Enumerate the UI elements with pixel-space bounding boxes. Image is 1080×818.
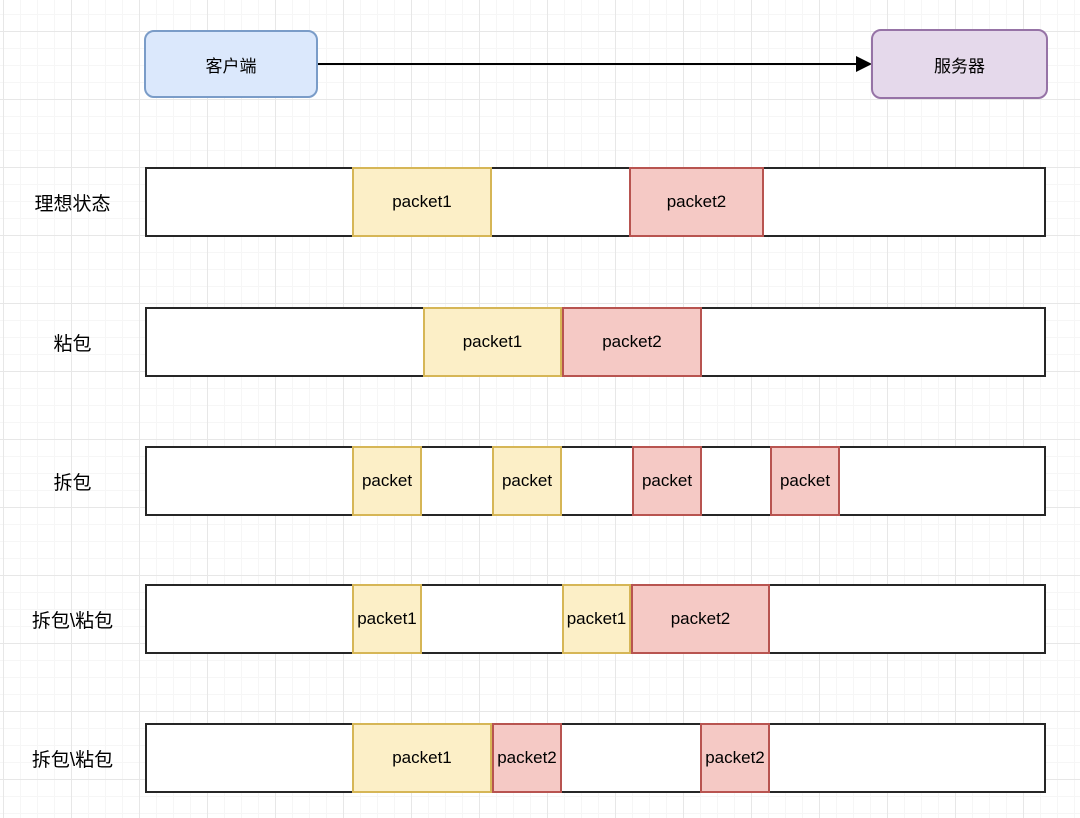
- packet-segment-packet2: packet2: [700, 723, 770, 793]
- client-box: 客户端: [144, 30, 318, 98]
- packet-segment-packet1: packet1: [352, 723, 492, 793]
- row-label: 拆包\粘包: [31, 749, 114, 771]
- packet-segment-packet1: packet1: [352, 584, 422, 654]
- packet-segment-packet2: packet: [770, 446, 840, 516]
- stream-bar: packet packet packet packet: [145, 446, 1046, 516]
- packet-segment-packet2: packet: [632, 446, 702, 516]
- packet-segment-packet2: packet2: [492, 723, 562, 793]
- row-label: 拆包\粘包: [31, 610, 114, 632]
- packet-segment-packet2: packet2: [631, 584, 770, 654]
- packet-segment-packet1: packet: [352, 446, 422, 516]
- row-label: 粘包: [53, 333, 92, 355]
- row-label: 理想状态: [34, 193, 111, 215]
- packet-segment-packet2: packet2: [562, 307, 702, 377]
- stream-bar: packet1 packet2: [145, 167, 1046, 237]
- packet-segment-packet1: packet1: [423, 307, 562, 377]
- packet-segment-packet1: packet: [492, 446, 562, 516]
- arrowhead-icon: [856, 56, 872, 72]
- connector-line: [318, 63, 858, 65]
- packet-segment-packet2: packet2: [629, 167, 764, 237]
- packet-segment-packet1: packet1: [352, 167, 492, 237]
- server-box: 服务器: [871, 29, 1048, 99]
- packet-segment-packet1: packet1: [562, 584, 631, 654]
- server-label: 服务器: [934, 56, 985, 76]
- client-label: 客户端: [205, 56, 257, 76]
- row-label: 拆包: [53, 472, 92, 494]
